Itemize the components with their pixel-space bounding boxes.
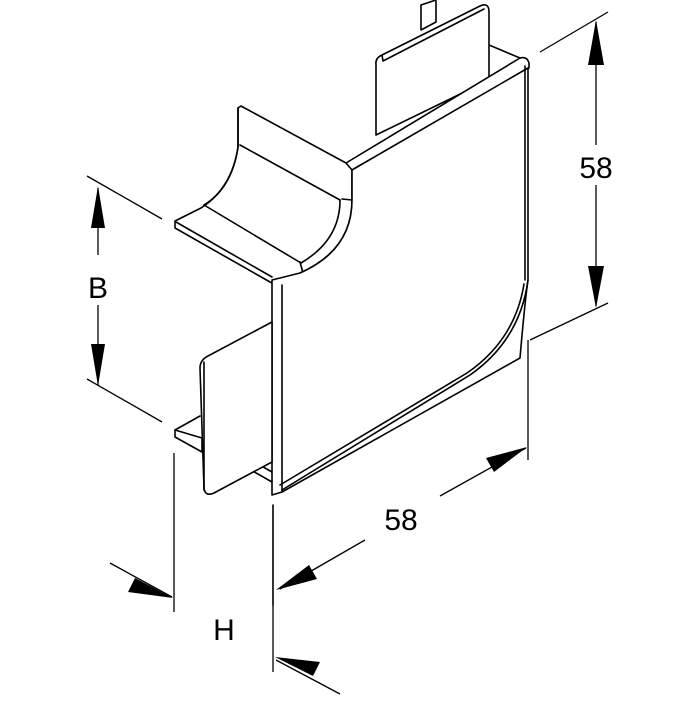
dimension-label-depth: H: [213, 614, 235, 647]
elbow-fitting-part: [174, 0, 530, 496]
arrow-left-icon: [275, 657, 320, 676]
arrow-left-icon: [276, 565, 317, 590]
arrow-right-icon: [128, 578, 173, 598]
arrow-up-icon: [588, 20, 604, 65]
dimension-label-length: 58: [384, 504, 417, 537]
lower-front-tab: [174, 321, 273, 495]
dimension-width-b: B: [86, 175, 163, 423]
arrow-down-icon: [588, 266, 604, 308]
dimension-height-58: 58: [529, 11, 613, 341]
dimension-depth-h: H: [109, 453, 341, 695]
upper-back-tab: [375, 0, 490, 136]
arrow-down-icon: [91, 344, 105, 386]
main-side-wall: [271, 65, 529, 496]
arrow-right-icon: [486, 447, 527, 472]
dimension-label-height: 58: [579, 152, 612, 185]
dimension-label-width: B: [88, 272, 108, 305]
dimension-length-58: 58: [276, 340, 529, 590]
arrow-up-icon: [91, 186, 105, 228]
